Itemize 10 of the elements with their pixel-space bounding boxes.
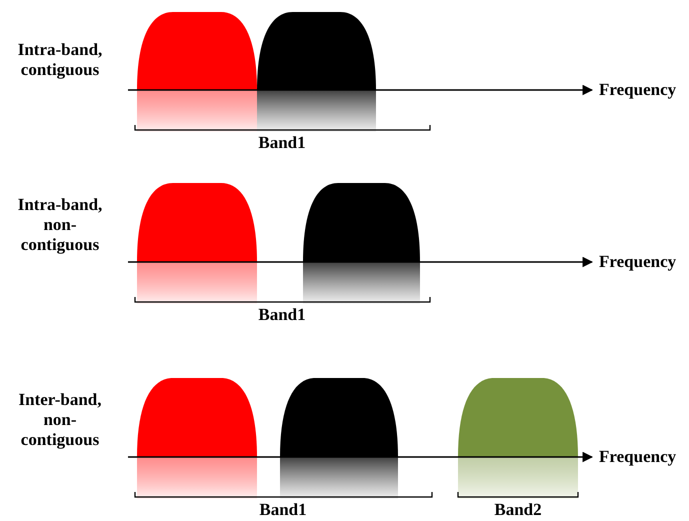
row-title: Intra-band, contiguous (16, 40, 104, 80)
band-label: Band2 (494, 500, 542, 520)
axis-label: Frequency (599, 80, 676, 100)
band-label: Band1 (259, 500, 307, 520)
band-label: Band1 (258, 305, 306, 325)
axis-label: Frequency (599, 447, 676, 467)
row-title: Inter-band, non-contiguous (18, 390, 102, 450)
axis-label: Frequency (599, 252, 676, 272)
row-title: Intra-band, non-contiguous (16, 195, 104, 255)
band-label: Band1 (258, 133, 306, 153)
